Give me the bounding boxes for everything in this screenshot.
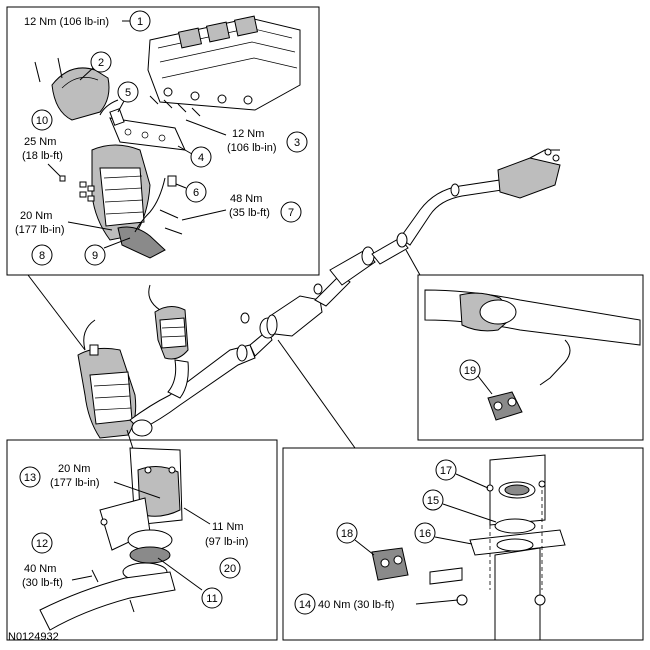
callout-3: 3 [185, 119, 308, 153]
torque-label-13a: 20 Nm [58, 463, 90, 475]
torque-label-7a: 48 Nm [230, 193, 262, 205]
svg-text:15: 15 [427, 495, 439, 507]
callout-13: 13 [19, 466, 161, 499]
svg-text:5: 5 [125, 87, 131, 99]
callout-15: 15 [422, 489, 497, 523]
callout-4: 4 [177, 145, 212, 168]
callout-12: 12 [31, 532, 53, 554]
upper-catalytic-converter [91, 144, 166, 259]
torque-label-12a: 40 Nm [24, 563, 56, 575]
callout-7: 7 [181, 201, 302, 223]
torque-label-20a: 11 Nm [212, 521, 244, 533]
y-pipe [129, 344, 256, 431]
svg-text:2: 2 [98, 57, 104, 69]
callout-6: 6 [175, 181, 207, 203]
svg-text:19: 19 [464, 365, 476, 377]
svg-text:10: 10 [36, 115, 48, 127]
manifold-studs [149, 95, 201, 117]
torque-label-20b: (97 lb-in) [205, 536, 248, 548]
resonator [269, 295, 323, 337]
torque-label-8a: 20 Nm [20, 210, 52, 222]
torque-label-13b: (177 lb-in) [50, 477, 100, 489]
heat-shield [51, 67, 110, 121]
torque-label-8b: (177 lb-in) [15, 224, 65, 236]
flange-assembly [469, 454, 566, 641]
sensor-harness [134, 177, 166, 233]
callout-18: 18 [336, 522, 375, 556]
callout-2: 2 [79, 51, 112, 81]
callout-1: 1 [122, 10, 151, 32]
manifold-nuts [59, 175, 95, 202]
gasket-ring-15 [494, 518, 536, 534]
figure-id: N0124932 [8, 631, 59, 643]
torque-label-3a: 12 Nm [232, 128, 264, 140]
torque-label-12b: (30 lb-ft) [22, 577, 63, 589]
svg-text:18: 18 [341, 528, 353, 540]
callout-5: 5 [117, 81, 139, 113]
callout-9: 9 [84, 237, 131, 266]
svg-text:3: 3 [294, 137, 300, 149]
flange-detail-panel [282, 447, 644, 641]
cylinder-head [147, 15, 301, 111]
hanger-insulator-18 [371, 547, 409, 581]
callout-19: 19 [459, 359, 493, 395]
svg-text:6: 6 [193, 187, 199, 199]
ho2s-sensor [99, 99, 125, 126]
torque-label-14: 40 Nm (30 lb-ft) [318, 599, 394, 611]
callout-11: 11 [157, 557, 223, 609]
svg-text:14: 14 [299, 599, 311, 611]
rear-catalytic-converter [148, 284, 189, 360]
torque-label-1: 12 Nm (106 lb-in) [24, 16, 109, 28]
svg-text:8: 8 [39, 250, 45, 262]
joint-converter [39, 447, 183, 631]
rear-muffler [497, 148, 561, 199]
callout-16: 16 [414, 522, 473, 545]
torque-label-10b: (18 lb-ft) [22, 150, 63, 162]
callout-20: 20 [219, 557, 241, 579]
svg-text:4: 4 [198, 152, 204, 164]
svg-text:1: 1 [137, 16, 143, 28]
svg-text:16: 16 [419, 528, 431, 540]
svg-text:7: 7 [288, 207, 294, 219]
svg-text:9: 9 [92, 250, 98, 262]
lower-catalytic-converter [77, 319, 137, 439]
callout-10: 10 [31, 109, 53, 131]
torque-label-10a: 25 Nm [24, 136, 56, 148]
callout-8: 8 [31, 244, 53, 266]
torque-label-7b: (35 lb-ft) [229, 207, 270, 219]
svg-text:13: 13 [24, 472, 36, 484]
svg-text:20: 20 [224, 563, 236, 575]
svg-text:11: 11 [206, 593, 217, 605]
callout-14: 14 [294, 593, 459, 615]
callout-17: 17 [435, 459, 489, 489]
svg-text:17: 17 [440, 465, 452, 477]
svg-text:12: 12 [36, 538, 48, 550]
torque-label-3b: (106 lb-in) [227, 142, 277, 154]
